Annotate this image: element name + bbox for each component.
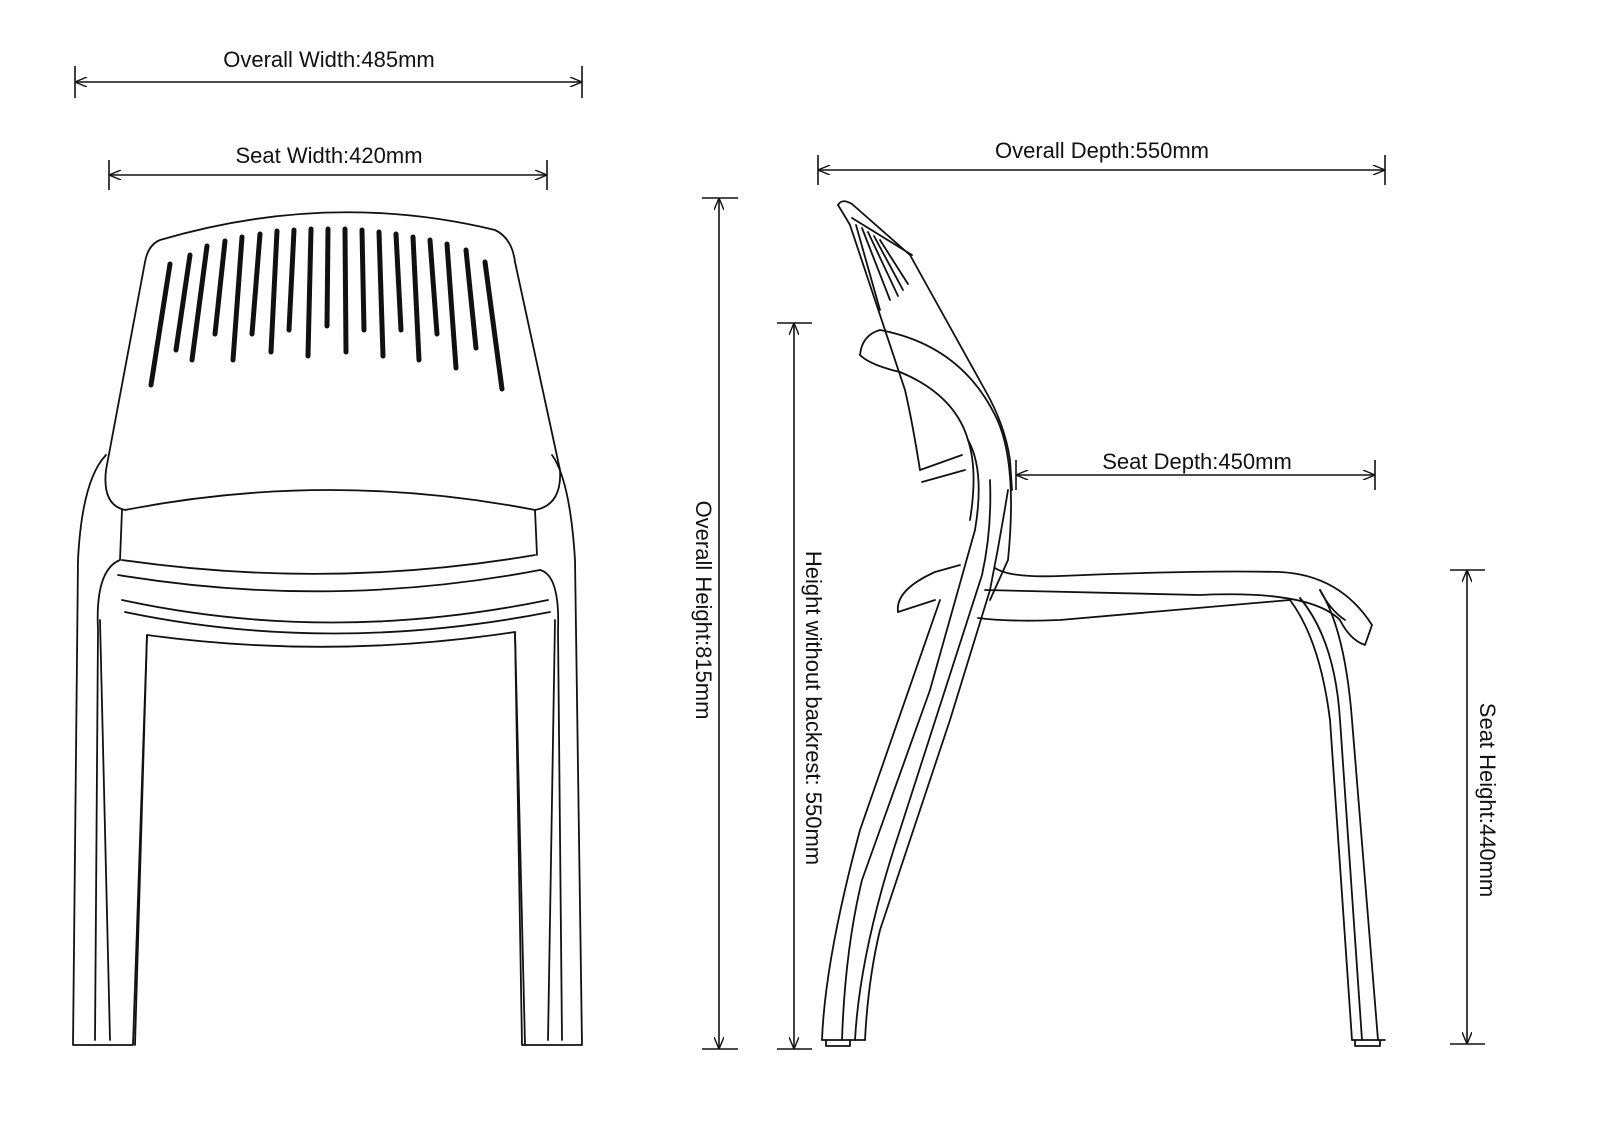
front-seat [117, 554, 551, 635]
overall-depth-dimension: Overall Depth:550mm [817, 138, 1386, 185]
side-rear-leg [841, 439, 980, 1041]
seat-width-label: Seat Width:420mm [235, 143, 422, 168]
overall-height-label: Overall Height:815mm [691, 501, 716, 720]
front-frame [72, 454, 583, 1046]
front-backrest [104, 211, 561, 511]
height-without-backrest-dimension: Height without backrest: 550mm [777, 322, 826, 1050]
side-view-chair [821, 200, 1386, 1047]
side-seat [984, 567, 1373, 646]
side-front-leg [1289, 589, 1379, 1041]
side-backrest [837, 200, 1013, 491]
overall-depth-label: Overall Depth:550mm [995, 138, 1209, 163]
side-arm-loop [859, 329, 1012, 601]
backrest-slots [148, 226, 505, 392]
seat-width-dimension: Seat Width:420mm [108, 143, 548, 190]
seat-depth-dimension: Seat Depth:450mm [1015, 449, 1376, 490]
seat-depth-label: Seat Depth:450mm [1102, 449, 1292, 474]
seat-height-label: Seat Height:440mm [1475, 703, 1500, 897]
overall-width-dimension: Overall Width:485mm [74, 47, 583, 98]
seat-height-dimension: Seat Height:440mm [1450, 569, 1500, 1045]
height-without-backrest-label: Height without backrest: 550mm [801, 551, 826, 865]
overall-width-label: Overall Width:485mm [223, 47, 435, 72]
overall-height-dimension: Overall Height:815mm [691, 197, 738, 1050]
front-view-chair [72, 211, 583, 1046]
